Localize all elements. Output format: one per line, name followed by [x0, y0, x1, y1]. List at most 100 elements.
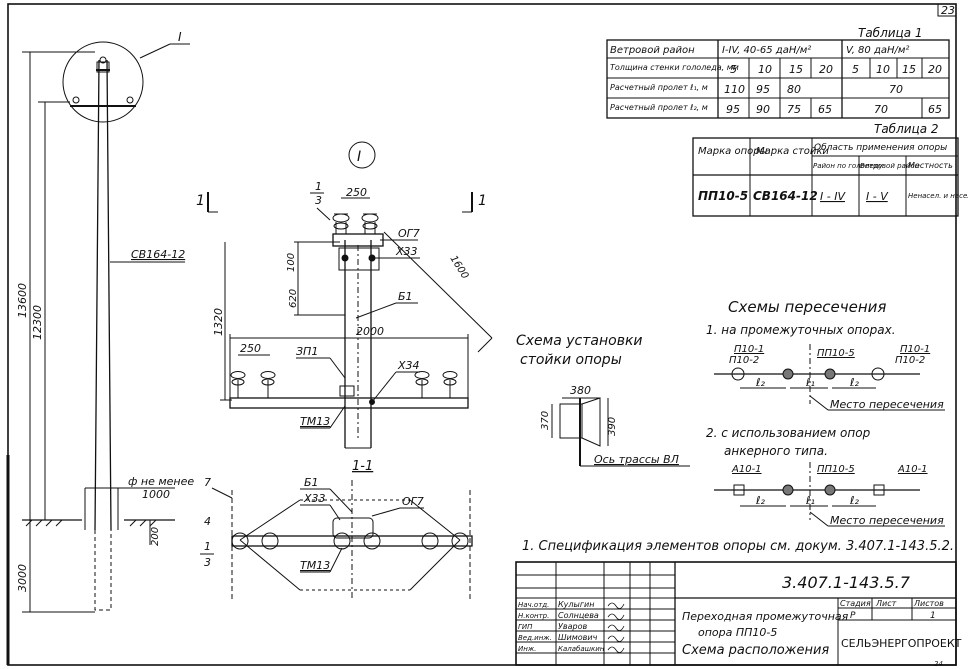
dim-200: 200: [150, 527, 161, 546]
c1-label-3: ПП10-5: [817, 348, 855, 359]
dim-100: 100: [286, 253, 297, 272]
t1-r2-c3: 15: [789, 63, 803, 76]
pole-elevation: I СВ164-12 13600 12300 3000 200 ф не мен…: [16, 30, 194, 613]
stage-header: Стадия: [840, 599, 871, 608]
title-line-2: опора ПП10-5: [698, 626, 777, 639]
t1-r4-c1: 95: [726, 103, 740, 116]
name-2: Солнцева: [558, 611, 599, 620]
t1-r4-c5: 70: [874, 103, 888, 116]
t2-h-area: Область применения опоры: [814, 143, 947, 153]
callout-label: I: [178, 30, 182, 44]
c1-span-b: ℓ₁: [805, 376, 815, 389]
t2-ice: I - IV: [820, 190, 846, 203]
c1-span-a: ℓ₂: [755, 376, 766, 389]
t2-h-support: Марка опоры: [698, 146, 768, 157]
dim-620: 620: [288, 289, 299, 308]
name-5: Калабашкин: [558, 645, 605, 653]
mark-1: 1: [204, 540, 211, 553]
t1-r3-c2: 95: [756, 83, 770, 96]
title-line-1: Переходная промежуточная: [682, 610, 849, 623]
c2-span-a: ℓ₂: [755, 494, 766, 507]
section-1-1: 1-1 7 4 1 3 Б1 Х33 ОГ7 ТМ13: [200, 459, 473, 600]
doc-code: 3.407.1-143.5.7: [782, 573, 911, 592]
depth-value: 1000: [142, 488, 170, 501]
sheet-frame: [7, 3, 957, 666]
crossing-case2-1: 2. с использованием опор: [706, 426, 871, 440]
spec-note: 1. Спецификация элементов опоры см. доку…: [522, 539, 954, 554]
t1-r4-label: Расчетный пролет ℓ₂, м: [610, 103, 708, 112]
sec-part-b1: Б1: [304, 476, 319, 489]
part-tm13: ТМ13: [300, 415, 330, 428]
t1-r2-c5: 5: [852, 63, 859, 76]
t1-r2-label: Толщина стенки гололеда, мм: [610, 63, 739, 72]
c2-label-3: А10-1: [897, 464, 928, 475]
dim-250-top: 250: [346, 186, 367, 199]
table-1: Таблица 1 Ветровой район I-IV, 40-65 даН…: [606, 26, 950, 119]
corner-mark: 24: [934, 660, 943, 668]
t2-h-wind: Ветровой район: [860, 162, 920, 170]
c1-place: Место пересечения: [830, 398, 944, 411]
c1-label-1: П10-1: [734, 344, 764, 355]
table-2: Таблица 2 Марка опоры Марка стойки Облас…: [692, 122, 968, 217]
table2-title: Таблица 2: [874, 122, 939, 136]
dim-370: 370: [540, 411, 551, 430]
crossing-case1: 1. на промежуточных опорах.: [706, 323, 896, 337]
dim-3000: 3000: [16, 564, 29, 592]
t1-r1-label: Ветровой район: [610, 45, 695, 56]
t1-r2-c7: 15: [902, 63, 916, 76]
t1-r3-c1: 110: [724, 83, 745, 96]
dim-2000: 2000: [356, 325, 384, 338]
t2-post: СВ164-12: [753, 189, 818, 203]
sheets-value: 1: [930, 611, 936, 621]
title-line-3: Схема расположения: [682, 643, 829, 658]
detail-view: I 1 1 250 1 3 100 620 1320: [196, 141, 493, 449]
sheets-header: Листов: [913, 599, 944, 608]
c2-label-1: А10-1: [731, 464, 762, 475]
detail-mark-circle: [348, 141, 376, 169]
t1-r4-c4: 65: [818, 103, 832, 116]
t1-r2-c8: 20: [928, 63, 942, 76]
detail-section-sheet: 3: [315, 194, 322, 207]
t1-r2-c2: 10: [758, 63, 772, 76]
dim-390: 390: [607, 417, 618, 436]
t2-h-ice: Район по гололеду: [813, 162, 884, 170]
c2-place: Место пересечения: [830, 514, 944, 527]
mark-7: 7: [204, 476, 211, 489]
detail-section-num: 1: [315, 180, 322, 193]
sec-part-x33: Х33: [303, 492, 326, 505]
t1-r3-c5: 70: [889, 83, 903, 96]
part-b1: Б1: [398, 290, 413, 303]
sheet-number: 23: [941, 4, 955, 17]
dim-1320: 1320: [212, 308, 225, 336]
c1-label-2: П10-2: [729, 355, 759, 366]
install-scheme: Схема установки стойки опоры 380 370 390…: [516, 333, 690, 467]
callout-circle: [62, 41, 144, 123]
crossing-case2-2: анкерного типа.: [724, 444, 828, 458]
part-x34: Х34: [397, 359, 420, 372]
dim-250-left: 250: [240, 342, 261, 355]
c2-label-2: ПП10-5: [817, 464, 855, 475]
t2-support: ПП10-5: [698, 189, 748, 203]
table1-title: Таблица 1: [858, 26, 923, 40]
name-1: Кулыгин: [558, 600, 594, 609]
part-x33: Х33: [395, 245, 418, 258]
t1-r4-c6: 65: [928, 103, 942, 116]
role-5: Инж.: [518, 645, 536, 653]
mark-4: 4: [204, 515, 211, 528]
section-mark-left: 1: [196, 193, 205, 209]
part-og7: ОГ7: [398, 227, 420, 240]
sec-part-og7: ОГ7: [402, 495, 424, 508]
mark-3: 3: [204, 556, 211, 569]
c2-span-c: ℓ₂: [849, 494, 860, 507]
sheet-header: Лист: [875, 599, 897, 608]
t2-h-terrain: Местность: [908, 161, 953, 170]
signatures: [607, 602, 625, 653]
name-4: Шимович: [558, 633, 598, 642]
dim-1600: 1600: [447, 254, 470, 281]
role-4: Вед.инж.: [518, 634, 552, 642]
c1-label-5: П10-2: [895, 355, 925, 366]
install-title-2: стойки опоры: [520, 352, 622, 368]
t2-h-post: Марка стойки: [756, 146, 829, 157]
org-name: СЕЛЬЭНЕРГОПРОЕКТ: [841, 637, 962, 650]
